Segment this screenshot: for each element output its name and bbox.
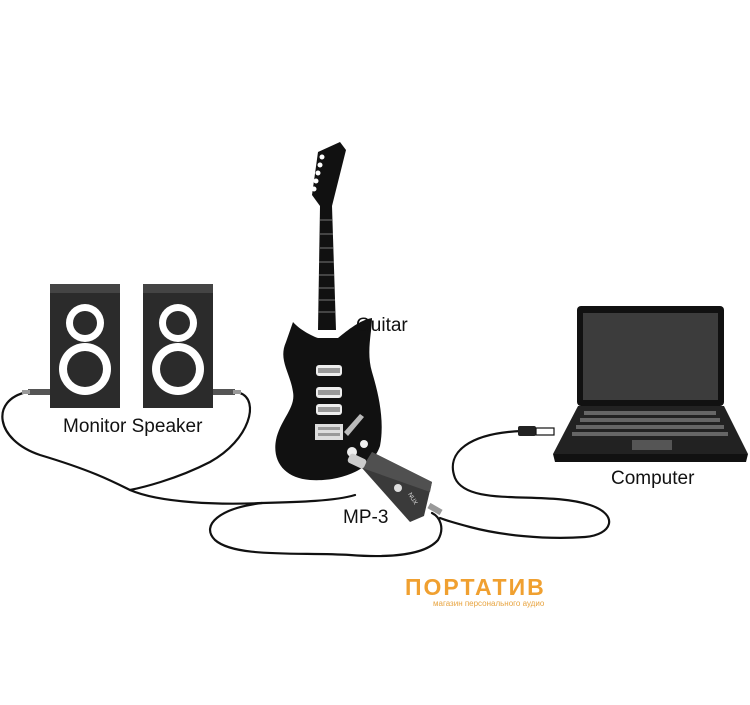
watermark-name: ПОРТАТИВ <box>405 574 546 600</box>
usb-cable <box>438 429 611 539</box>
computer-label: Computer <box>611 468 695 489</box>
monitor-speaker-right <box>143 284 241 408</box>
device-label: MP-3 <box>343 507 389 528</box>
headphone-loop-cable <box>209 501 443 558</box>
monitor-speaker-left <box>22 284 120 408</box>
electric-guitar <box>275 142 382 481</box>
monitor-speaker-label: Monitor Speaker <box>63 416 203 437</box>
right-speaker-cable <box>128 391 252 492</box>
mp3-device: NUX <box>347 452 443 522</box>
usb-plug <box>518 426 555 436</box>
watermark-tagline: магазин персонального аудио <box>433 599 545 608</box>
guitar-label: Guitar <box>356 315 408 336</box>
device-brand-text: NUX <box>406 492 418 506</box>
laptop-computer <box>553 306 748 462</box>
watermark: ПОРТАТИВ магазин персонального аудио <box>405 575 546 609</box>
